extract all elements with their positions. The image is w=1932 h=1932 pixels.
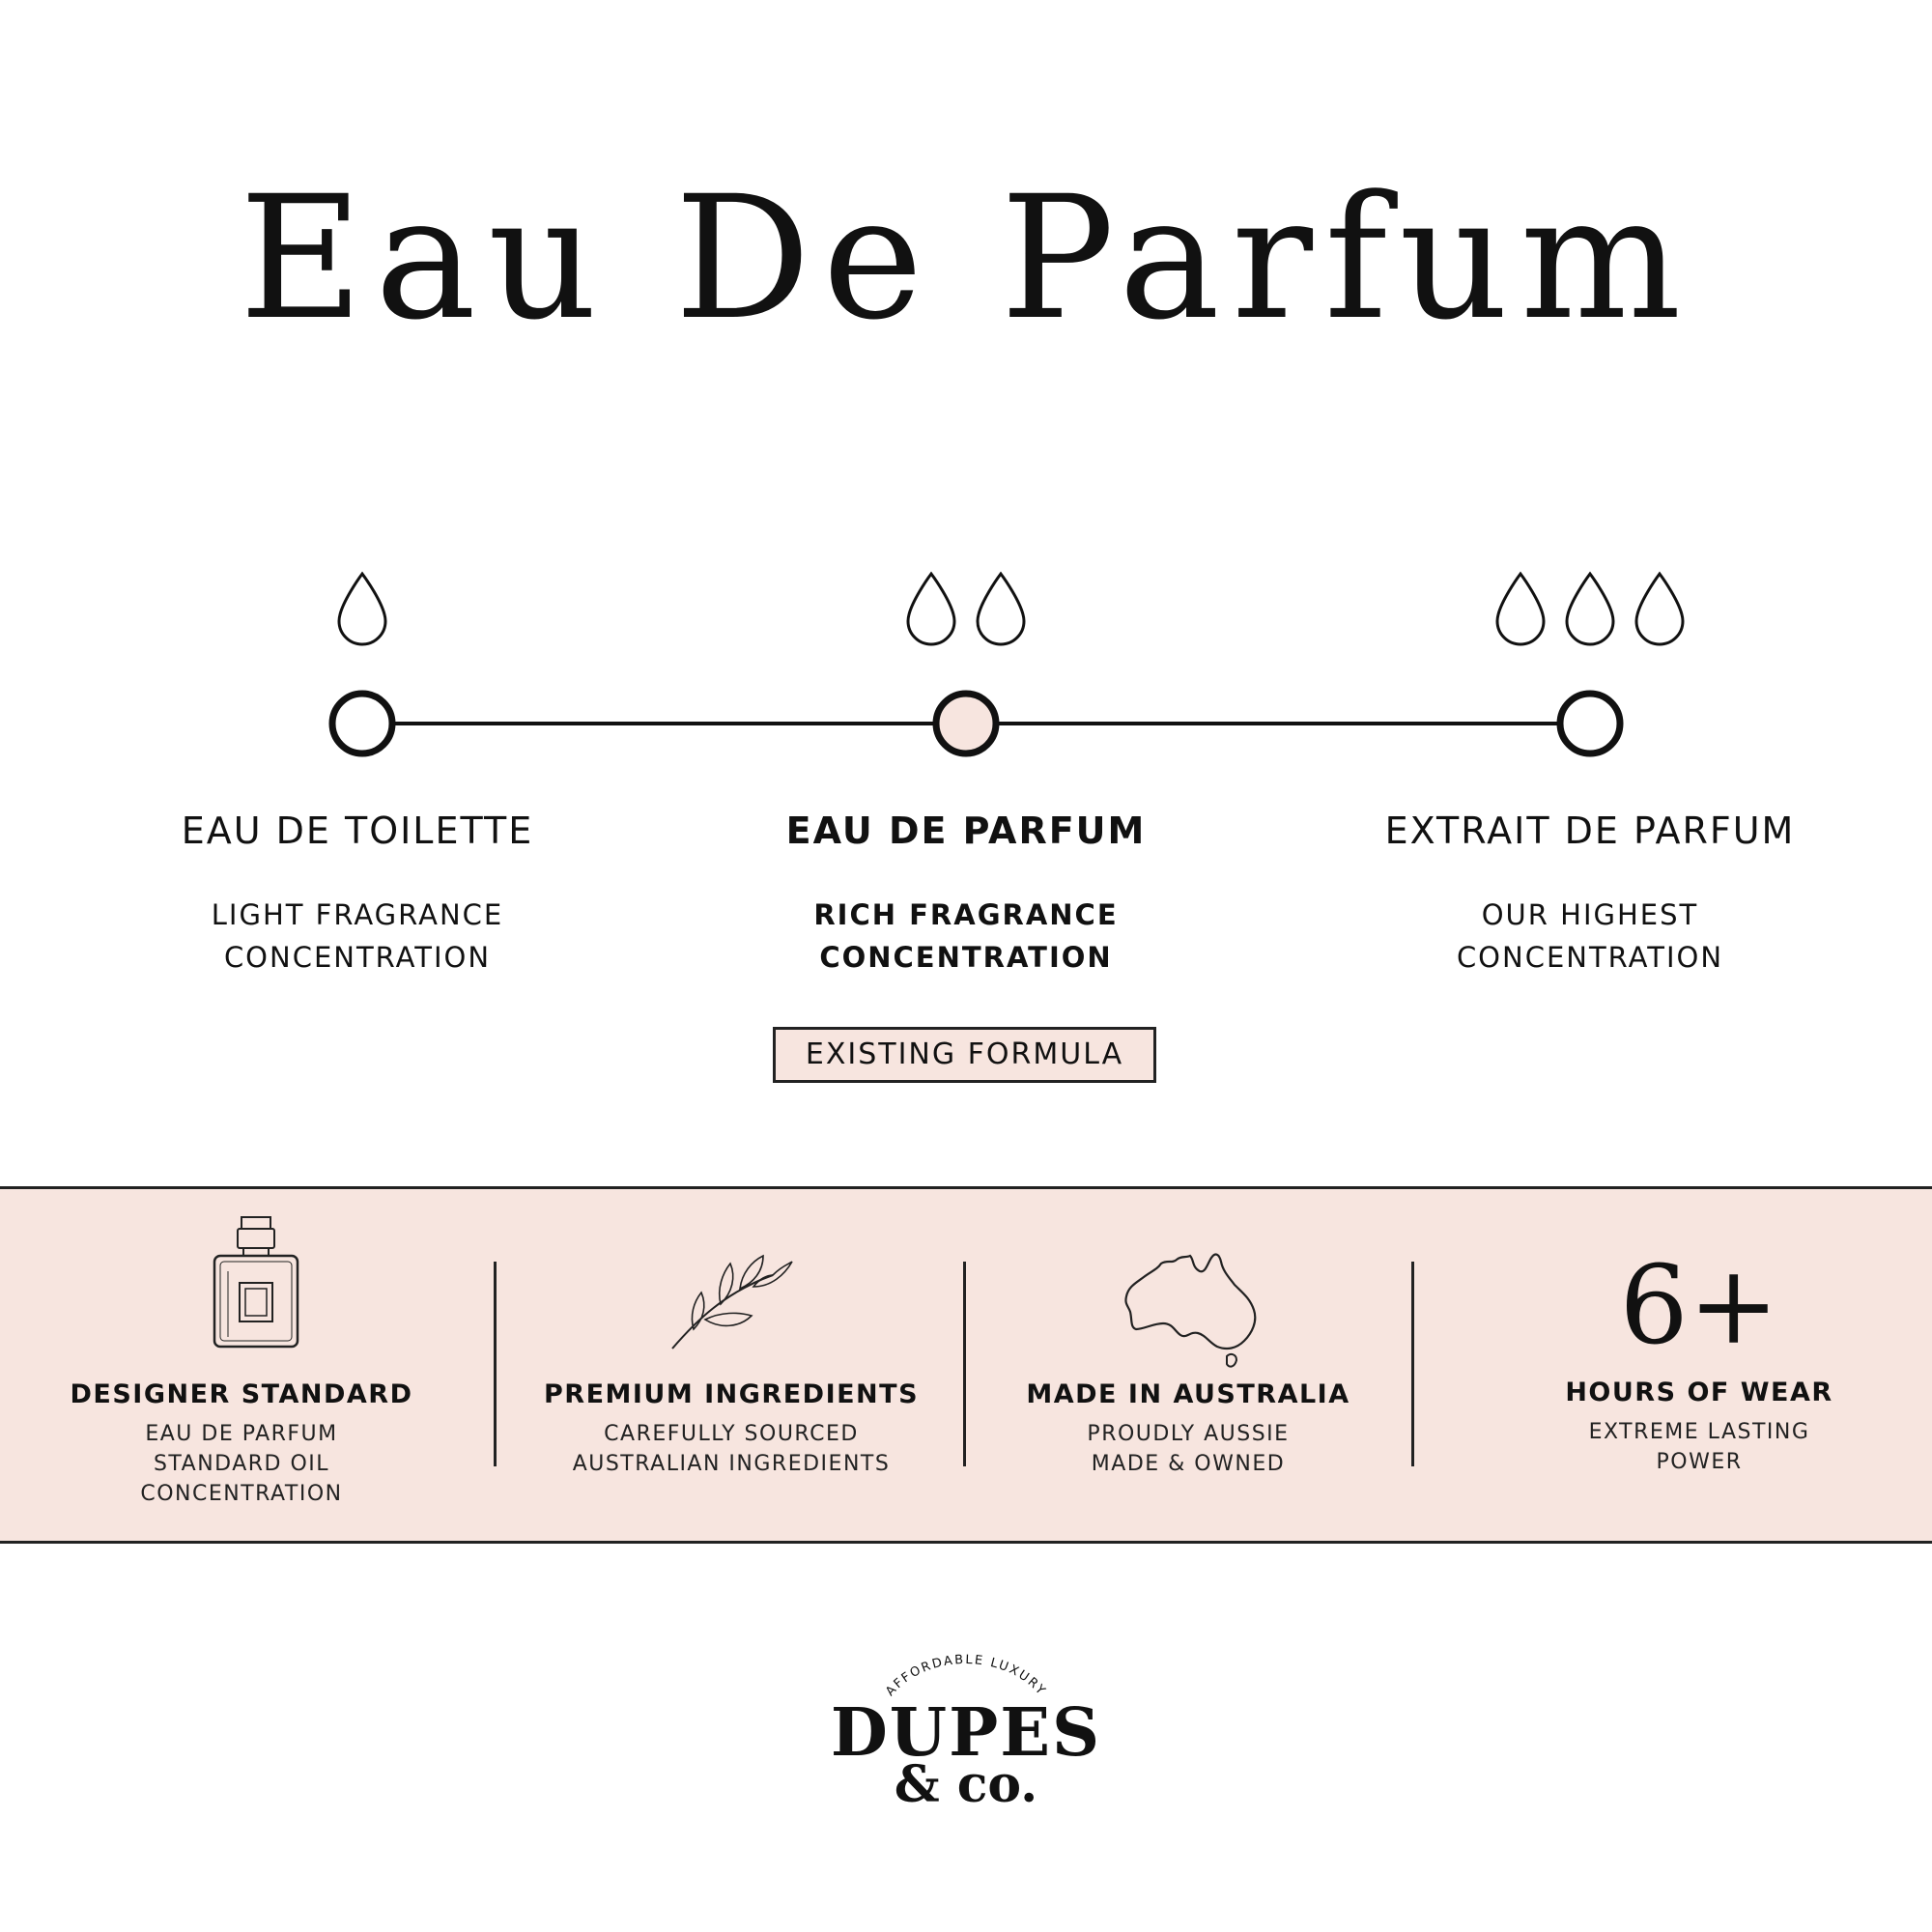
logo-sub: & co. bbox=[894, 1755, 1038, 1814]
feature-desc-line: PROUDLY AUSSIE bbox=[1087, 1422, 1290, 1446]
drops-level-3 bbox=[1484, 570, 1696, 647]
feature-title: DESIGNER STANDARD bbox=[70, 1379, 413, 1409]
feature-divider bbox=[963, 1262, 966, 1466]
level-desc-line: CONCENTRATION bbox=[819, 941, 1113, 974]
level-name-parfum: EAU DE PARFUM bbox=[785, 810, 1147, 852]
svg-text:AFFORDABLE LUXURY: AFFORDABLE LUXURY bbox=[883, 1653, 1049, 1699]
timeline-node-parfum bbox=[932, 690, 1000, 757]
drop-icon bbox=[1634, 571, 1685, 646]
feature-divider bbox=[494, 1262, 497, 1466]
feature-desc: EAU DE PARFUM STANDARD OIL CONCENTRATION bbox=[19, 1419, 464, 1509]
feature-desc-line: CAREFULLY SOURCED bbox=[604, 1422, 859, 1446]
level-desc-parfum: RICH FRAGRANCE CONCENTRATION bbox=[715, 894, 1217, 979]
hours-number: 6+ bbox=[1619, 1243, 1779, 1369]
feature-desc-line: EAU DE PARFUM bbox=[145, 1422, 338, 1446]
drops-level-2 bbox=[894, 570, 1038, 647]
drop-icon bbox=[1565, 571, 1615, 646]
feature-designer-standard: DESIGNER STANDARD EAU DE PARFUM STANDARD… bbox=[19, 1379, 464, 1509]
logo-wordmark: DUPES bbox=[830, 1694, 1102, 1772]
leaf-branch-icon bbox=[671, 1254, 793, 1350]
feature-hours-of-wear: 6+ HOURS OF WEAR EXTREME LASTING POWER bbox=[1477, 1252, 1921, 1477]
logo-arc-text: AFFORDABLE LUXURY bbox=[883, 1653, 1049, 1699]
drop-icon bbox=[1495, 571, 1546, 646]
perfume-bottle-icon bbox=[213, 1216, 299, 1349]
drop-icon bbox=[906, 571, 956, 646]
timeline-node-toilette bbox=[328, 690, 396, 757]
feature-desc-line: MADE & OWNED bbox=[1091, 1452, 1286, 1476]
timeline-node-extrait bbox=[1556, 690, 1624, 757]
level-desc-line: LIGHT FRAGRANCE bbox=[211, 898, 504, 931]
feature-desc: PROUDLY AUSSIE MADE & OWNED bbox=[966, 1419, 1410, 1479]
level-desc-toilette: LIGHT FRAGRANCE CONCENTRATION bbox=[106, 894, 609, 979]
level-desc-line: OUR HIGHEST bbox=[1481, 898, 1699, 931]
page-title: Eau De Parfum bbox=[239, 159, 1693, 357]
feature-desc-line: STANDARD OIL bbox=[153, 1452, 330, 1476]
level-desc-line: CONCENTRATION bbox=[1456, 941, 1724, 974]
feature-desc: EXTREME LASTING POWER bbox=[1477, 1417, 1921, 1477]
existing-formula-badge: EXISTING FORMULA bbox=[773, 1027, 1156, 1083]
feature-desc-line: AUSTRALIAN INGREDIENTS bbox=[572, 1452, 891, 1476]
drop-icon bbox=[976, 571, 1026, 646]
level-name-toilette: EAU DE TOILETTE bbox=[181, 810, 534, 852]
features-band bbox=[0, 1186, 1932, 1544]
feature-desc-line: CONCENTRATION bbox=[140, 1482, 343, 1506]
feature-made-in-australia: MADE IN AUSTRALIA PROUDLY AUSSIE MADE & … bbox=[966, 1379, 1410, 1479]
drop-icon bbox=[337, 571, 387, 646]
feature-title: PREMIUM INGREDIENTS bbox=[543, 1379, 920, 1409]
feature-desc-line: POWER bbox=[1656, 1450, 1743, 1474]
australia-map-icon bbox=[1124, 1253, 1257, 1368]
logo-arc-label: AFFORDABLE LUXURY bbox=[883, 1653, 1047, 1699]
feature-premium-ingredients: PREMIUM INGREDIENTS CAREFULLY SOURCED AU… bbox=[509, 1379, 953, 1479]
feature-desc: CAREFULLY SOURCED AUSTRALIAN INGREDIENTS bbox=[509, 1419, 953, 1479]
drops-level-1 bbox=[321, 570, 404, 647]
feature-title: MADE IN AUSTRALIA bbox=[1026, 1379, 1350, 1409]
level-desc-extrait: OUR HIGHEST CONCENTRATION bbox=[1339, 894, 1841, 979]
feature-title: HOURS OF WEAR bbox=[1565, 1378, 1833, 1407]
feature-divider bbox=[1411, 1262, 1414, 1466]
feature-desc-line: EXTREME LASTING bbox=[1588, 1420, 1810, 1444]
level-name-extrait: EXTRAIT DE PARFUM bbox=[1384, 810, 1796, 852]
level-desc-line: RICH FRAGRANCE bbox=[813, 898, 1119, 931]
level-desc-line: CONCENTRATION bbox=[223, 941, 492, 974]
